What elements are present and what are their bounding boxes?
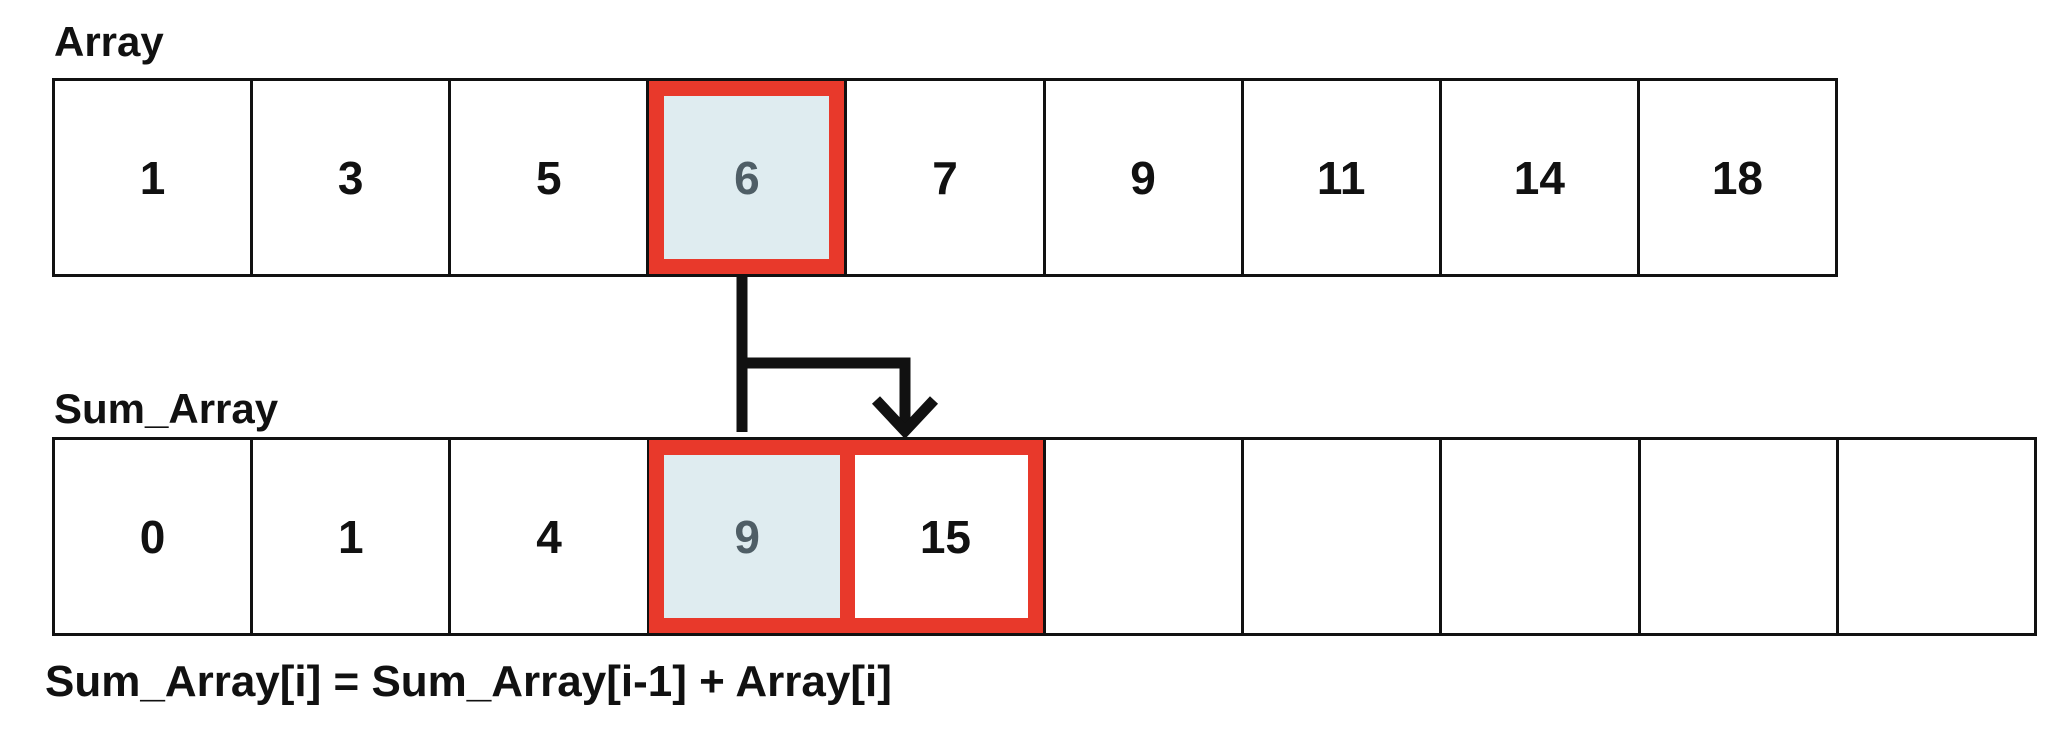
sum-cell-4-highlighted: 15 xyxy=(844,440,1043,633)
array-cell-2: 5 xyxy=(448,81,646,274)
sum-cell-7 xyxy=(1439,440,1637,633)
sum-array-label: Sum_Array xyxy=(54,385,279,432)
array-cell-value: 11 xyxy=(1316,151,1366,204)
sum-cell-2: 4 xyxy=(448,440,646,633)
flow-arrow xyxy=(736,274,939,440)
array-cell-value: 18 xyxy=(1711,151,1764,204)
array-cell-4: 7 xyxy=(844,81,1042,274)
sum-cell-value: 0 xyxy=(139,510,166,563)
sum-cell-0: 0 xyxy=(55,440,250,633)
array-cell-value: 14 xyxy=(1513,151,1565,204)
sum-cell-value: 15 xyxy=(919,510,971,563)
array-cell-value: 7 xyxy=(932,151,958,204)
sum-cell-8 xyxy=(1637,440,1836,633)
sum-cell-value: 9 xyxy=(734,510,760,563)
array-row: 1 3 5 6 7 9 11 14 18 xyxy=(52,78,1838,277)
array-cell-0: 1 xyxy=(55,81,250,274)
array-cell-value: 3 xyxy=(337,151,364,204)
array-cell-6: 11 xyxy=(1240,81,1439,274)
formula-text: Sum_Array[i] = Sum_Array[i-1] + Array[i] xyxy=(45,657,892,706)
array-cell-value: 5 xyxy=(535,151,562,204)
sum-cell-value: 1 xyxy=(338,510,364,563)
sum-array-row: 0 1 4 9 15 xyxy=(52,437,2037,636)
sum-cell-9 xyxy=(1835,440,2034,633)
array-cell-7: 14 xyxy=(1438,81,1637,274)
sum-cell-1: 1 xyxy=(250,440,448,633)
array-cell-8: 18 xyxy=(1636,81,1835,274)
sum-cell-5 xyxy=(1043,440,1241,633)
array-cell-1: 3 xyxy=(250,81,448,274)
array-cell-value: 1 xyxy=(139,151,166,204)
arrowhead-icon xyxy=(871,396,939,440)
array-cell-5: 9 xyxy=(1042,81,1241,274)
array-cell-value: 9 xyxy=(1130,151,1156,204)
sum-cell-value: 4 xyxy=(536,510,562,563)
sum-cell-6 xyxy=(1241,440,1439,633)
arrow-elbow xyxy=(737,357,911,430)
array-cell-value: 6 xyxy=(734,151,760,204)
sum-cell-3-highlighted: 9 xyxy=(646,440,845,633)
array-label: Array xyxy=(54,18,164,65)
array-cell-3-highlighted: 6 xyxy=(646,81,845,274)
